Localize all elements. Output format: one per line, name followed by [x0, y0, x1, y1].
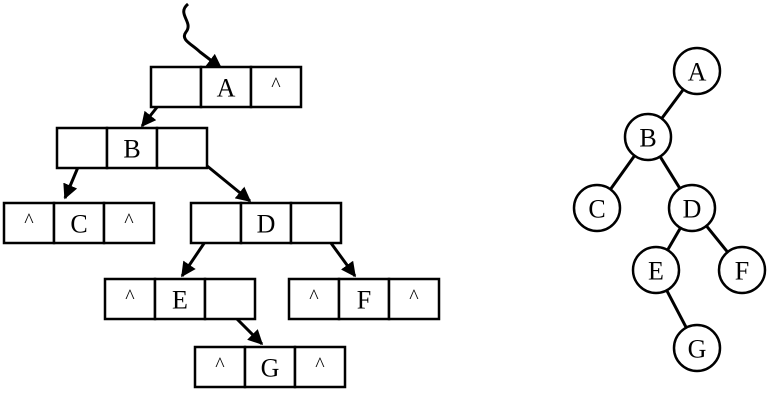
- node-c-data-label: C: [70, 210, 87, 239]
- linked-node-g: ^ G ^: [193, 345, 347, 389]
- tree-node-a: A: [672, 46, 722, 96]
- tree-node-c-circle: [572, 183, 622, 233]
- node-g-right-label: ^: [315, 354, 325, 376]
- tree-edge-b-d: [658, 155, 682, 190]
- tree-node-g: G: [672, 323, 722, 373]
- node-f-left-cell: [287, 277, 341, 321]
- tree-node-e-label: E: [648, 257, 664, 286]
- node-b-right-cell: [155, 126, 209, 170]
- tree-node-d-label: D: [683, 195, 702, 224]
- node-g-left-label: ^: [215, 354, 225, 376]
- linked-node-f: ^ F ^: [287, 277, 441, 321]
- node-e-left-cell: [103, 277, 157, 321]
- node-d-right-cell: [289, 201, 343, 245]
- node-g-data-cell: [243, 345, 297, 389]
- node-g-left-cell: [193, 345, 247, 389]
- tree-node-e: E: [631, 245, 681, 295]
- node-c-data-cell: [52, 201, 106, 245]
- node-e-data-label: E: [172, 286, 188, 315]
- tree-node-a-label: A: [688, 58, 707, 87]
- node-e-right-cell: [203, 277, 257, 321]
- tree-node-c-label: C: [588, 195, 605, 224]
- tree-edge-a-b: [660, 88, 685, 120]
- node-a-data-label: A: [217, 74, 236, 103]
- tree-node-d-circle: [667, 183, 717, 233]
- tree-node-g-label: G: [688, 335, 707, 364]
- node-c-right-cell: [102, 201, 156, 245]
- node-c-right-label: ^: [124, 210, 134, 232]
- tree-node-c: C: [572, 183, 622, 233]
- tree-node-e-circle: [631, 245, 681, 295]
- node-f-right-cell: [387, 277, 441, 321]
- node-a-right-cell: [249, 65, 303, 109]
- node-f-right-label: ^: [409, 286, 419, 308]
- node-b-left-cell: [55, 126, 109, 170]
- node-e-data-cell: [153, 277, 207, 321]
- tree-node-b: B: [623, 112, 673, 162]
- node-f-left-label: ^: [309, 286, 319, 308]
- tree-edge-d-f: [705, 224, 729, 254]
- node-b-data-label: B: [123, 135, 140, 164]
- tree-node-f: F: [717, 245, 767, 295]
- tree-node-f-label: F: [735, 257, 749, 286]
- node-f-data-cell: [337, 277, 391, 321]
- linked-node-d: D: [189, 201, 343, 245]
- node-d-left-cell: [189, 201, 243, 245]
- node-g-data-label: G: [261, 354, 280, 383]
- linked-node-e: ^E: [103, 277, 257, 321]
- node-f-data-label: F: [357, 286, 371, 315]
- root-head-pointer: [182, 2, 223, 70]
- tree-node-g-circle: [672, 323, 722, 373]
- tree-edge-b-c: [609, 154, 636, 191]
- tree-node-d: D: [667, 183, 717, 233]
- linked-node-a: A^: [149, 65, 303, 109]
- node-c-left-cell: [2, 201, 56, 245]
- node-a-data-cell: [199, 65, 253, 109]
- tree-node-b-circle: [623, 112, 673, 162]
- tree-node-a-circle: [672, 46, 722, 96]
- tree-edge-e-g: [665, 289, 688, 329]
- tree-edge-d-e: [666, 227, 682, 251]
- node-d-data-label: D: [257, 210, 276, 239]
- node-e-left-label: ^: [125, 286, 135, 308]
- tree-node-b-label: B: [639, 124, 656, 153]
- linked-node-b: B: [55, 126, 209, 170]
- node-c-left-label: ^: [24, 210, 34, 232]
- node-g-right-cell: [293, 345, 347, 389]
- node-a-left-cell: [149, 65, 203, 109]
- linked-node-c: ^ C ^: [2, 201, 156, 245]
- tree-node-f-circle: [717, 245, 767, 295]
- node-a-right-label: ^: [271, 74, 281, 96]
